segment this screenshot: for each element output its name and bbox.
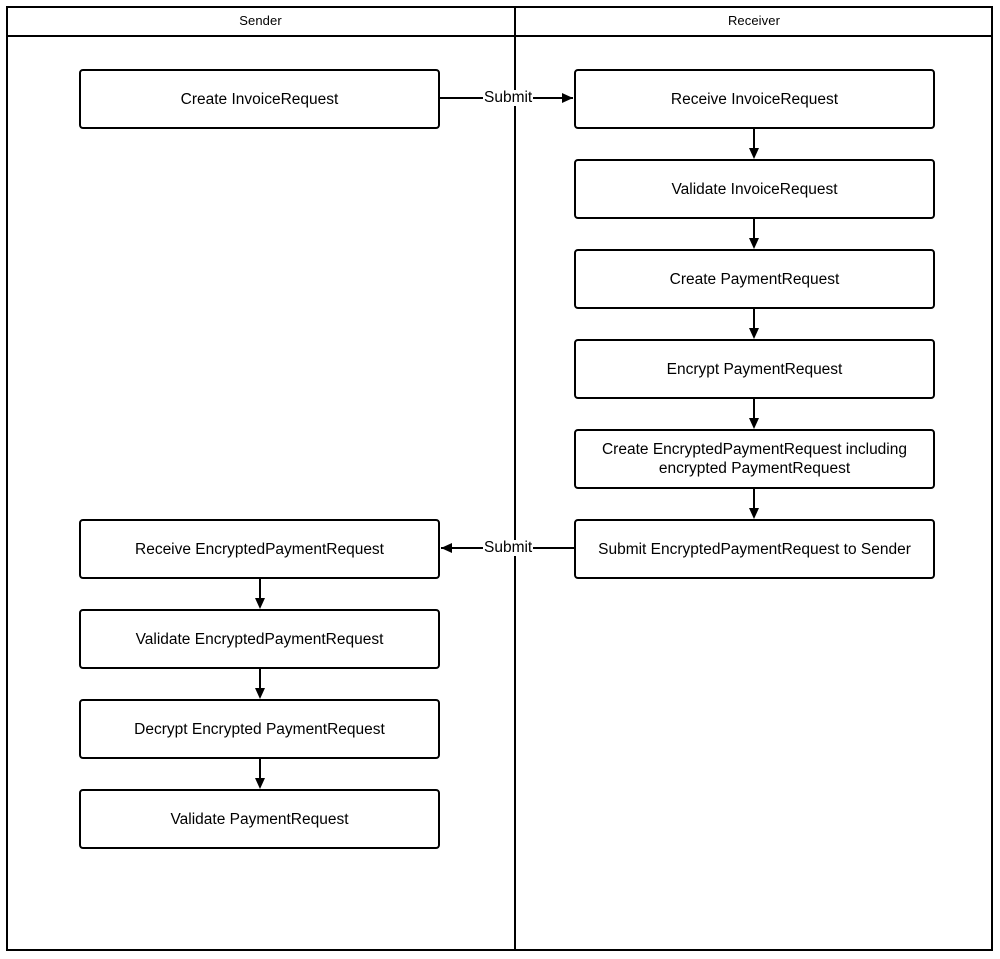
lane-header-sender: Sender	[6, 6, 515, 35]
node-label: Encrypt PaymentRequest	[666, 360, 843, 378]
edge-n5-n6-arrowhead	[748, 418, 759, 429]
node-validate-paymentrequest[interactable]: Validate PaymentRequest	[79, 789, 440, 849]
node-label-line1: Create EncryptedPaymentRequest including	[601, 441, 907, 458]
node-decrypt-encrypted-paymentrequest[interactable]: Decrypt Encrypted PaymentRequest	[79, 699, 440, 759]
node-validate-invoicerequest[interactable]: Validate InvoiceRequest	[574, 159, 935, 219]
edge-label-submit-to-sender: Submit	[483, 539, 534, 556]
node-label-multiline: Create EncryptedPaymentRequest including…	[584, 440, 925, 478]
node-label: Create InvoiceRequest	[180, 90, 339, 108]
edge-n8-n9-arrowhead	[254, 598, 265, 609]
node-encrypt-paymentrequest[interactable]: Encrypt PaymentRequest	[574, 339, 935, 399]
node-receive-invoicerequest[interactable]: Receive InvoiceRequest	[574, 69, 935, 129]
node-create-paymentrequest[interactable]: Create PaymentRequest	[574, 249, 935, 309]
lane-title-receiver: Receiver	[727, 13, 781, 28]
edge-n4-n5-line	[753, 309, 755, 328]
edge-n3-n4-arrowhead	[748, 238, 759, 249]
edge-n9-n10-arrowhead	[254, 688, 265, 699]
lane-title-sender: Sender	[239, 13, 282, 28]
node-submit-encryptedpaymentrequest-to-sender[interactable]: Submit EncryptedPaymentRequest to Sender	[574, 519, 935, 579]
node-create-encryptedpaymentrequest[interactable]: Create EncryptedPaymentRequest including…	[574, 429, 935, 489]
edge-n4-n5-arrowhead	[748, 328, 759, 339]
node-label: Receive InvoiceRequest	[670, 90, 839, 108]
node-validate-encryptedpaymentrequest[interactable]: Validate EncryptedPaymentRequest	[79, 609, 440, 669]
node-label: Receive EncryptedPaymentRequest	[135, 540, 384, 558]
node-label: Validate InvoiceRequest	[671, 180, 838, 198]
lane-divider	[514, 6, 516, 951]
node-receive-encryptedpaymentrequest[interactable]: Receive EncryptedPaymentRequest	[79, 519, 440, 579]
node-create-invoicerequest[interactable]: Create InvoiceRequest	[79, 69, 440, 129]
edge-n6-n7-line	[753, 489, 755, 508]
node-label-line2: encrypted PaymentRequest	[658, 460, 851, 477]
node-label: Submit EncryptedPaymentRequest to Sender	[598, 540, 911, 558]
edge-n10-n11-line	[259, 759, 261, 778]
edge-n1-n2-arrowhead	[562, 92, 573, 103]
node-label: Validate EncryptedPaymentRequest	[135, 630, 384, 648]
lane-header-band: Sender Receiver	[6, 6, 993, 37]
node-label: Create PaymentRequest	[669, 270, 840, 288]
edge-label-submit-to-receiver: Submit	[483, 89, 534, 106]
edge-n2-n3-line	[753, 129, 755, 148]
lane-header-receiver: Receiver	[515, 6, 993, 35]
edge-n6-n7-arrowhead	[748, 508, 759, 519]
edge-n5-n6-line	[753, 399, 755, 418]
node-label: Validate PaymentRequest	[170, 810, 349, 828]
edge-n10-n11-arrowhead	[254, 778, 265, 789]
edge-n3-n4-line	[753, 219, 755, 238]
edge-n9-n10-line	[259, 669, 261, 688]
edge-n2-n3-arrowhead	[748, 148, 759, 159]
node-label: Decrypt Encrypted PaymentRequest	[134, 720, 385, 738]
edge-n7-n8-arrowhead	[441, 542, 452, 553]
edge-n8-n9-line	[259, 579, 261, 598]
